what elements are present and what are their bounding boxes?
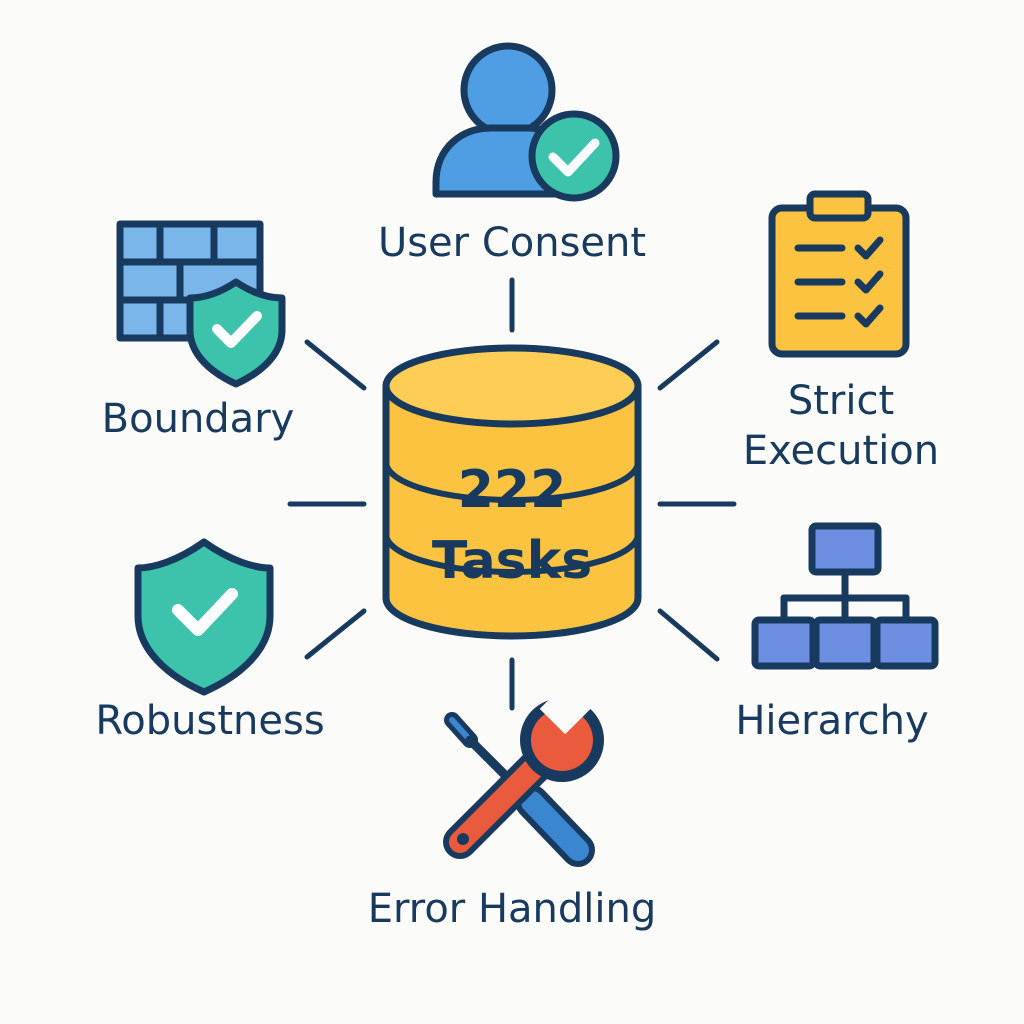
- firewall-shield-icon: [116, 220, 286, 388]
- category-label-user-consent: User Consent: [378, 220, 646, 266]
- category-hierarchy: Hierarchy: [735, 522, 939, 744]
- spoke-bottom-left: [304, 608, 367, 660]
- category-error-handling: Error Handling: [368, 677, 657, 932]
- category-boundary: Boundary: [102, 220, 295, 442]
- category-label-error-handling: Error Handling: [368, 886, 657, 932]
- task-unit: Tasks: [432, 531, 592, 591]
- task-count: 222: [458, 460, 567, 520]
- category-label-hierarchy: Hierarchy: [735, 698, 928, 744]
- cylinder-top: [382, 344, 642, 428]
- connector-lines: [287, 277, 737, 711]
- shield-check-icon: [134, 538, 274, 696]
- cylinder-band-2: [383, 533, 641, 575]
- clipboard-checklist-icon: [768, 190, 910, 358]
- category-label-execution: Execution: [743, 428, 939, 474]
- category-label-robustness: Robustness: [95, 698, 324, 744]
- category-label-boundary: Boundary: [102, 396, 295, 442]
- wrench-icon: [443, 677, 604, 859]
- org-chart-icon: [751, 522, 939, 670]
- database-cylinder-icon: 222 Tasks: [382, 344, 642, 640]
- category-strict-execution: Strict Execution: [743, 190, 939, 474]
- spoke-top-right: [657, 339, 720, 391]
- spoke-bottom-right: [657, 608, 720, 662]
- wrench-screwdriver-icon: [443, 677, 604, 867]
- spoke-top-left: [304, 339, 367, 391]
- category-user-consent: User Consent: [378, 42, 646, 266]
- category-robustness: Robustness: [95, 538, 325, 744]
- cylinder-body: [382, 382, 642, 640]
- category-label-strict: Strict: [788, 378, 894, 424]
- user-check-icon: [432, 42, 620, 202]
- cylinder-band-1: [383, 461, 641, 503]
